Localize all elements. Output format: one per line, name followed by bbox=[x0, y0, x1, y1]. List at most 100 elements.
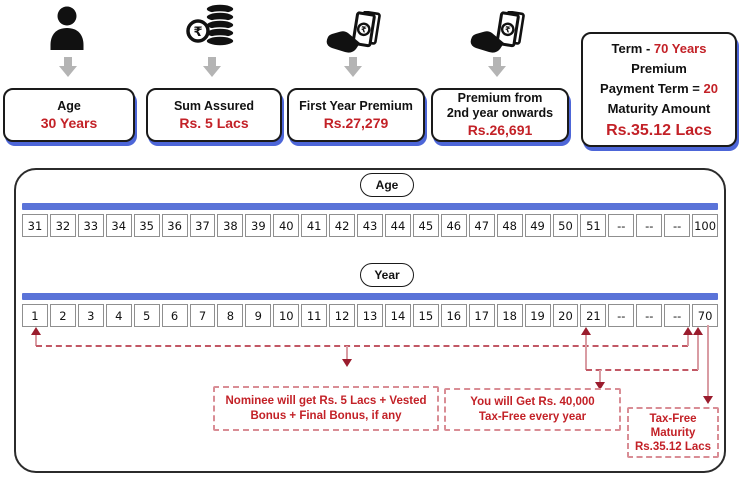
age-cell: -- bbox=[664, 214, 691, 237]
age-cell: 50 bbox=[552, 214, 579, 237]
annual-payout-dashed-line bbox=[586, 369, 698, 371]
age-cell: 48 bbox=[496, 214, 523, 237]
age-cell: 43 bbox=[357, 214, 383, 237]
term-line: Term - 70 Years bbox=[612, 39, 707, 59]
svg-text:₹: ₹ bbox=[193, 25, 202, 40]
age-cell: 41 bbox=[301, 214, 328, 237]
year-cell: 20 bbox=[552, 304, 579, 327]
death-cover-dashed-line bbox=[36, 345, 688, 347]
age-cell: 32 bbox=[49, 214, 76, 237]
age-row-title: Age bbox=[360, 173, 414, 197]
renewal-premium-label-line2: 2nd year onwards bbox=[446, 106, 554, 120]
year-cell: 10 bbox=[273, 304, 300, 327]
year-cell: 5 bbox=[133, 304, 160, 327]
age-cell: 33 bbox=[77, 214, 104, 237]
year-cell: 6 bbox=[161, 304, 188, 327]
nominee-benefit-line1: Nominee will get Rs. 5 Lacs + Vested bbox=[225, 394, 427, 407]
year-cell: 12 bbox=[329, 304, 356, 327]
age-cell: 42 bbox=[329, 214, 356, 237]
age-cell: 47 bbox=[468, 214, 495, 237]
money-in-hand-icon: ₹ bbox=[326, 11, 381, 53]
nominee-benefit-line2: Bonus + Final Bonus, if any bbox=[250, 409, 402, 422]
maturity-benefit-line3: Rs.35.12 Lacs bbox=[634, 440, 712, 453]
first-year-premium-label: First Year Premium bbox=[299, 98, 413, 113]
plan-summary-card: Term - 70 Years Premium Payment Term = 2… bbox=[581, 32, 737, 147]
ppt-line: Payment Term = 20 bbox=[600, 79, 718, 99]
age-cell: 37 bbox=[189, 214, 216, 237]
connector-stub bbox=[687, 335, 689, 346]
sum-assured-value: Rs. 5 Lacs bbox=[179, 114, 249, 131]
year-cell: 21 bbox=[580, 304, 607, 327]
age-card-value: 30 Years bbox=[40, 114, 98, 131]
rupee-coin-stack-icon: ₹ bbox=[186, 3, 235, 47]
year-cell: 17 bbox=[468, 304, 495, 327]
maturity-benefit-line2: Maturity bbox=[650, 426, 696, 439]
age-cell: 39 bbox=[245, 214, 272, 237]
arrowhead-to-nominee-note bbox=[341, 359, 352, 367]
year-cell: 1 bbox=[22, 304, 48, 327]
age-cell: 40 bbox=[273, 214, 300, 237]
year-cell: 3 bbox=[77, 304, 104, 327]
year-row-bar bbox=[22, 293, 718, 300]
year-cell: -- bbox=[636, 304, 663, 327]
gray-down-arrow-icon bbox=[488, 57, 506, 77]
arrowhead-year-70-b bbox=[692, 327, 703, 335]
annual-payout-line2: Tax-Free every year bbox=[478, 410, 587, 423]
age-cell: 36 bbox=[161, 214, 188, 237]
age-cell: 38 bbox=[217, 214, 244, 237]
gray-down-arrow-icon bbox=[59, 57, 77, 77]
money-in-hand-icon: ₹ bbox=[470, 11, 525, 53]
year-cell: 7 bbox=[189, 304, 216, 327]
ppt-value: 20 bbox=[703, 81, 718, 96]
annual-payout-note: You will Get Rs. 40,000 Tax-Free every y… bbox=[444, 388, 621, 431]
renewal-premium-card: Premium from 2nd year onwards Rs.26,691 bbox=[431, 88, 569, 142]
arrowhead-to-maturity-note bbox=[702, 396, 713, 404]
maturity-benefit-line1: Tax-Free bbox=[649, 412, 697, 425]
maturity-benefit-note: Tax-Free Maturity Rs.35.12 Lacs bbox=[627, 407, 719, 458]
nominee-benefit-note: Nominee will get Rs. 5 Lacs + Vested Bon… bbox=[213, 386, 439, 431]
first-year-premium-card: First Year Premium Rs.27,279 bbox=[287, 88, 425, 142]
age-cell: 44 bbox=[384, 214, 411, 237]
arrowhead-year-70-a bbox=[682, 327, 693, 335]
first-year-premium-value: Rs.27,279 bbox=[323, 114, 389, 131]
renewal-premium-label-line1: Premium from bbox=[457, 91, 543, 105]
svg-text:₹: ₹ bbox=[504, 25, 511, 35]
sum-assured-label: Sum Assured bbox=[173, 98, 255, 113]
arrowhead-year-1 bbox=[30, 327, 41, 335]
term-label: Term - bbox=[611, 41, 654, 56]
maturity-value: Rs.35.12 Lacs bbox=[606, 122, 712, 139]
age-cell: 34 bbox=[105, 214, 132, 237]
year-cell: 2 bbox=[49, 304, 76, 327]
year-cell: 4 bbox=[105, 304, 132, 327]
age-cell: -- bbox=[636, 214, 663, 237]
sum-assured-card: Sum Assured Rs. 5 Lacs bbox=[146, 88, 282, 142]
connector-stub bbox=[35, 335, 37, 346]
year-cell: -- bbox=[664, 304, 691, 327]
connector-stub bbox=[599, 370, 601, 382]
gray-down-arrow-icon bbox=[203, 57, 221, 77]
year-cell: 14 bbox=[384, 304, 411, 327]
connector-stub bbox=[585, 335, 587, 370]
year-cell: 15 bbox=[412, 304, 439, 327]
person-icon bbox=[50, 6, 84, 50]
year-cell: -- bbox=[608, 304, 635, 327]
year-cell: 70 bbox=[692, 304, 719, 327]
age-card-label: Age bbox=[57, 98, 81, 113]
age-cell: 100 bbox=[692, 214, 719, 237]
year-cell: 18 bbox=[496, 304, 523, 327]
year-cell: 8 bbox=[217, 304, 244, 327]
maturity-label: Maturity Amount bbox=[607, 101, 711, 116]
year-cell: 13 bbox=[357, 304, 383, 327]
year-cell: 11 bbox=[301, 304, 328, 327]
age-row-bar bbox=[22, 203, 718, 210]
age-cell: 45 bbox=[412, 214, 439, 237]
annual-payout-line1: You will Get Rs. 40,000 bbox=[470, 395, 595, 408]
year-cell: 9 bbox=[245, 304, 272, 327]
age-cell: 49 bbox=[524, 214, 551, 237]
arrowhead-year-21 bbox=[580, 327, 591, 335]
connector-stub bbox=[697, 335, 699, 370]
year-row-title: Year bbox=[360, 263, 414, 287]
